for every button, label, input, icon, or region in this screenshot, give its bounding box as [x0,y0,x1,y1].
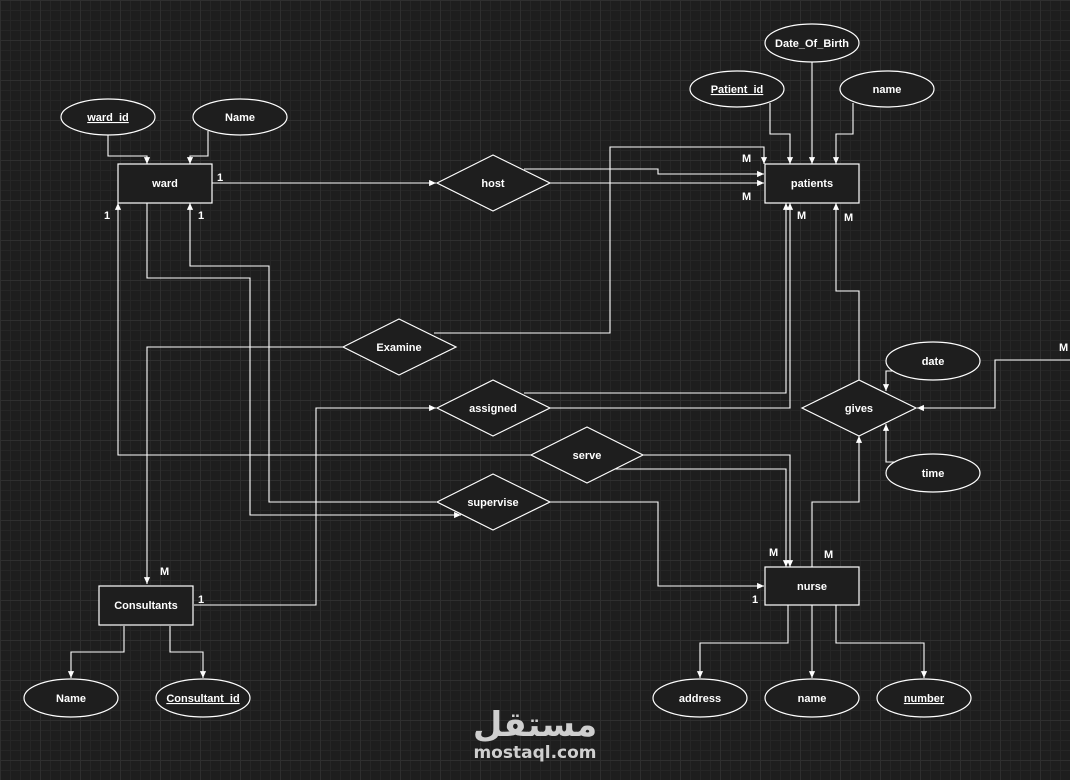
relationship-supervise[interactable]: supervise [435,473,552,531]
attribute-nurse-address-label: address [679,693,721,705]
cardinality-consultants-assigned: 1 [198,594,204,606]
attribute-gives-date[interactable]: date [885,341,981,381]
edge-ward-to-supervise [146,203,461,519]
attribute-nurse-address[interactable]: address [652,678,748,718]
relationship-assigned-label: assigned [469,403,517,415]
attribute-patient-id-label: Patient_id [711,84,764,96]
edge-supervise-to-nurse [550,501,764,590]
edge-name-to-patients [832,103,854,164]
edge-nurse-to-gives [811,436,863,567]
edge-gives-to-patients [832,203,860,380]
relationship-host[interactable]: host [435,154,552,212]
entity-consultants[interactable]: Consultants [98,585,194,626]
relationship-gives-label: gives [845,403,873,415]
edge-date-to-gives [882,370,898,391]
relationship-host-label: host [481,178,505,190]
watermark-sub: mostaql.com [473,743,596,763]
attribute-nurse-number[interactable]: number [876,678,972,718]
cardinality-ward-host: 1 [217,172,223,184]
attribute-consultant-name[interactable]: Name [23,678,119,718]
edge-examine-to-consultants [143,346,343,584]
cardinality-consultants-examine: M [160,566,169,578]
attribute-date-of-birth[interactable]: Date_Of_Birth [764,23,860,63]
cardinality-patients-assigned: M [797,210,806,222]
cardinality-offscreen: M [1059,342,1068,354]
cardinality-patients-host-bottom: M [742,191,751,203]
attribute-patient-name[interactable]: name [839,70,935,108]
attribute-gives-time[interactable]: time [885,453,981,493]
cardinality-patients-gives: M [844,212,853,224]
cardinality-ward-supervise: 1 [198,210,204,222]
relationship-examine-label: Examine [376,342,421,354]
attribute-ward-id-label: ward_id [86,112,129,124]
relationship-assigned[interactable]: assigned [435,379,552,437]
edge-consultants-to-name [67,626,125,678]
attribute-gives-time-label: time [922,468,945,480]
attribute-patient-id[interactable]: Patient_id [689,70,785,108]
edge-patient-id-to-patients [769,103,794,164]
cardinality-nurse-gives: M [824,549,833,561]
entity-nurse[interactable]: nurse [764,566,860,606]
cardinality-labels: 1 1 1 M M M M M 1 M M 1 M [104,153,1068,606]
edge-serve-to-nurse-a [642,454,794,567]
edge-serve-to-nurse-b [611,468,790,567]
edge-examine-to-patients [434,146,768,334]
attribute-ward-name[interactable]: Name [192,98,288,136]
attribute-nurse-name[interactable]: name [764,678,860,718]
relationship-examine[interactable]: Examine [341,318,458,376]
cardinality-patients-host-top: M [742,153,751,165]
attribute-ward-name-label: Name [225,112,255,124]
relationship-supervise-label: supervise [467,497,518,509]
entity-ward-label: ward [151,178,178,190]
attribute-nurse-number-label: number [904,693,945,705]
relationship-serve-label: serve [573,450,602,462]
edge-ward-name-to-ward [186,131,209,164]
edge-nurse-to-number [835,605,928,678]
relationship-serve[interactable]: serve [529,426,645,484]
edge-time-to-gives [882,424,902,463]
attribute-ward-id[interactable]: ward_id [60,98,156,136]
edge-assigned-to-patients-a [524,203,790,394]
attribute-consultant-id-label: Consultant_id [166,693,239,705]
watermark: مستقل mostaql.com [473,705,597,763]
entity-consultants-label: Consultants [114,600,178,612]
entity-nurse-label: nurse [797,581,827,593]
edge-nurse-to-address [696,605,789,678]
cardinality-ward-serve: 1 [104,210,110,222]
edge-ward-id-to-ward [107,131,151,164]
attribute-nurse-name-label: name [798,693,827,705]
connectors [67,62,1070,678]
edge-serve-to-ward [114,203,531,456]
attribute-patient-name-label: name [873,84,902,96]
attribute-consultant-id[interactable]: Consultant_id [155,678,251,718]
entity-ward[interactable]: ward [117,163,213,204]
watermark-main: مستقل [473,705,597,745]
edge-host-to-patients-a [524,168,764,178]
attribute-consultant-name-label: Name [56,693,86,705]
edge-consultants-to-consultant-id [169,626,207,678]
entity-patients[interactable]: patients [764,163,860,204]
edge-consultants-to-assigned [194,404,436,606]
edge-supervise-to-ward [186,203,436,503]
entity-patients-label: patients [791,178,833,190]
attribute-date-of-birth-label: Date_Of_Birth [775,38,849,50]
cardinality-nurse-serve: M [769,547,778,559]
cardinality-nurse-supervise: 1 [752,594,758,606]
relationship-gives[interactable]: gives [800,379,918,437]
edge-offscreen-to-gives [917,359,1070,412]
attribute-gives-date-label: date [922,356,945,368]
edge-assigned-to-patients-b [550,203,794,409]
